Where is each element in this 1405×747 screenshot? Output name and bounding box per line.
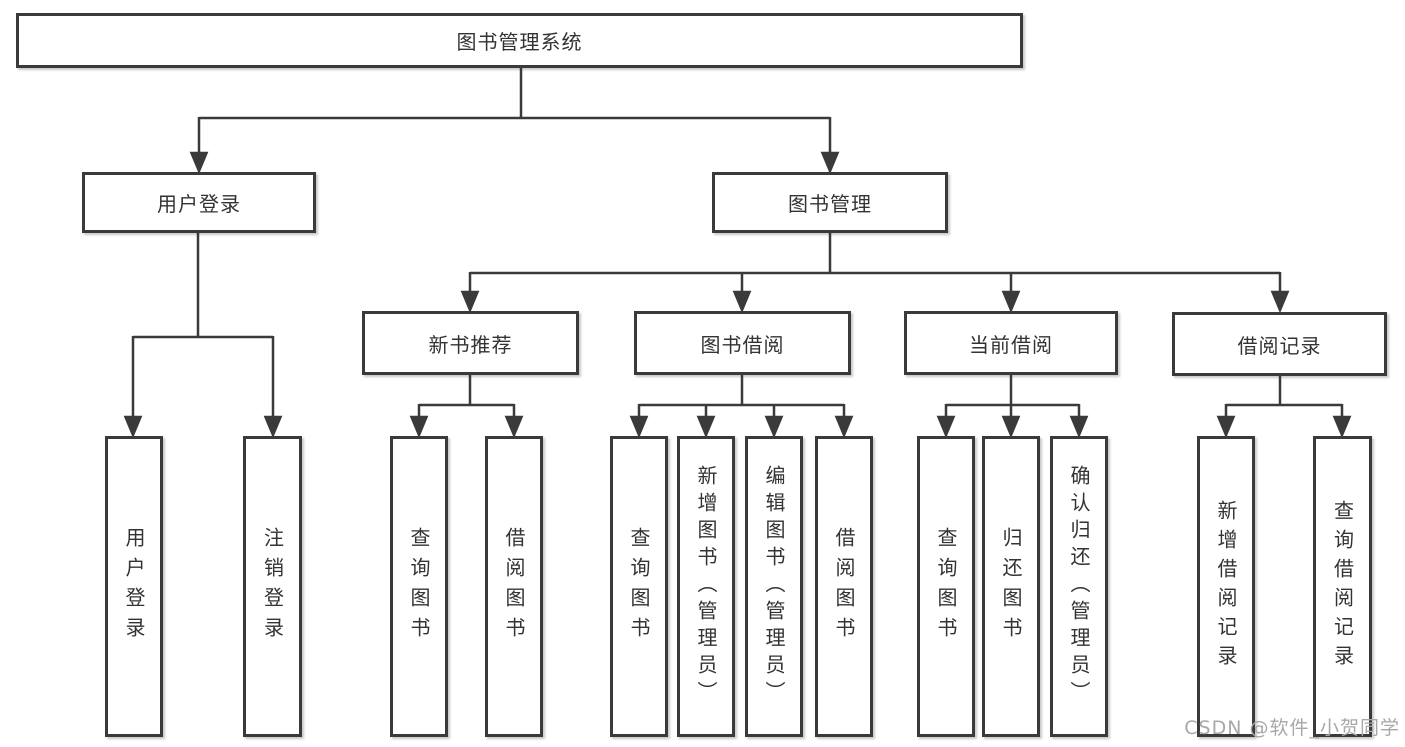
leaf-query-book-current-label: 查询图书 (934, 526, 958, 647)
leaf-edit-book-admin-label: 编辑图书（管理员） (762, 465, 786, 708)
node-root: 图书管理系统 (16, 13, 1023, 68)
node-borrow-records-label: 借阅记录 (1237, 333, 1322, 358)
node-book-borrow-label: 图书借阅 (700, 332, 785, 357)
leaf-return-book-label: 归还图书 (999, 526, 1023, 647)
node-borrow-records: 借阅记录 (1172, 312, 1387, 376)
connector-newbookrec-to-leaves (409, 375, 524, 439)
leaf-query-book-borrow-label: 查询图书 (627, 526, 651, 647)
leaf-logout-label: 注销登录 (260, 526, 285, 647)
leaf-borrow-book-recommend-label: 借阅图书 (502, 526, 526, 647)
connector-currentborrow-to-leaves (936, 375, 1089, 439)
leaf-add-borrow-record-label: 新增借阅记录 (1214, 499, 1238, 674)
node-book-management-label: 图书管理 (788, 192, 872, 216)
node-new-book-recommend-label: 新书推荐 (428, 332, 513, 357)
connector-root-to-level2 (189, 68, 840, 175)
node-user-login-label: 用户登录 (157, 192, 241, 216)
watermark: CSDN @软件_小贺同学 (1184, 717, 1400, 739)
node-root-label: 图书管理系统 (456, 30, 583, 54)
leaf-user-login-label: 用户登录 (122, 526, 146, 647)
leaf-query-book-borrow: 查询图书 (610, 436, 668, 737)
leaf-add-book-admin-label: 新增图书（管理员） (694, 465, 718, 708)
connector-borrowrecord-to-leaves (1216, 376, 1352, 439)
leaf-confirm-return-admin: 确认归还（管理员） (1050, 436, 1108, 737)
leaf-borrow-book-recommend: 借阅图书 (485, 436, 543, 737)
leaf-query-borrow-record: 查询借阅记录 (1313, 436, 1372, 737)
leaf-user-login: 用户登录 (105, 436, 163, 737)
leaf-add-book-admin: 新增图书（管理员） (677, 436, 735, 737)
leaf-borrow-book: 借阅图书 (815, 436, 873, 737)
leaf-confirm-return-admin-label: 确认归还（管理员） (1067, 465, 1091, 708)
leaf-edit-book-admin: 编辑图书（管理员） (745, 436, 803, 737)
leaf-query-borrow-record-label: 查询借阅记录 (1330, 499, 1355, 674)
leaf-return-book: 归还图书 (982, 436, 1040, 737)
node-user-login: 用户登录 (82, 172, 316, 233)
node-new-book-recommend: 新书推荐 (362, 311, 579, 375)
node-current-borrow: 当前借阅 (904, 311, 1118, 375)
node-current-borrow-label: 当前借阅 (969, 332, 1053, 357)
leaf-borrow-book-label: 借阅图书 (832, 526, 856, 647)
leaf-query-book-current: 查询图书 (917, 436, 975, 737)
leaf-query-book-recommend-label: 查询图书 (407, 526, 431, 647)
leaf-query-book-recommend: 查询图书 (390, 436, 448, 737)
node-book-borrow: 图书借阅 (634, 311, 851, 375)
node-book-management: 图书管理 (712, 172, 948, 233)
connector-userlogin-to-leaves (123, 233, 283, 439)
connector-bookborrow-to-leaves (629, 375, 854, 439)
leaf-logout: 注销登录 (243, 436, 302, 737)
connector-bookmgmt-to-level3 (460, 233, 1290, 314)
leaf-add-borrow-record: 新增借阅记录 (1197, 436, 1255, 737)
